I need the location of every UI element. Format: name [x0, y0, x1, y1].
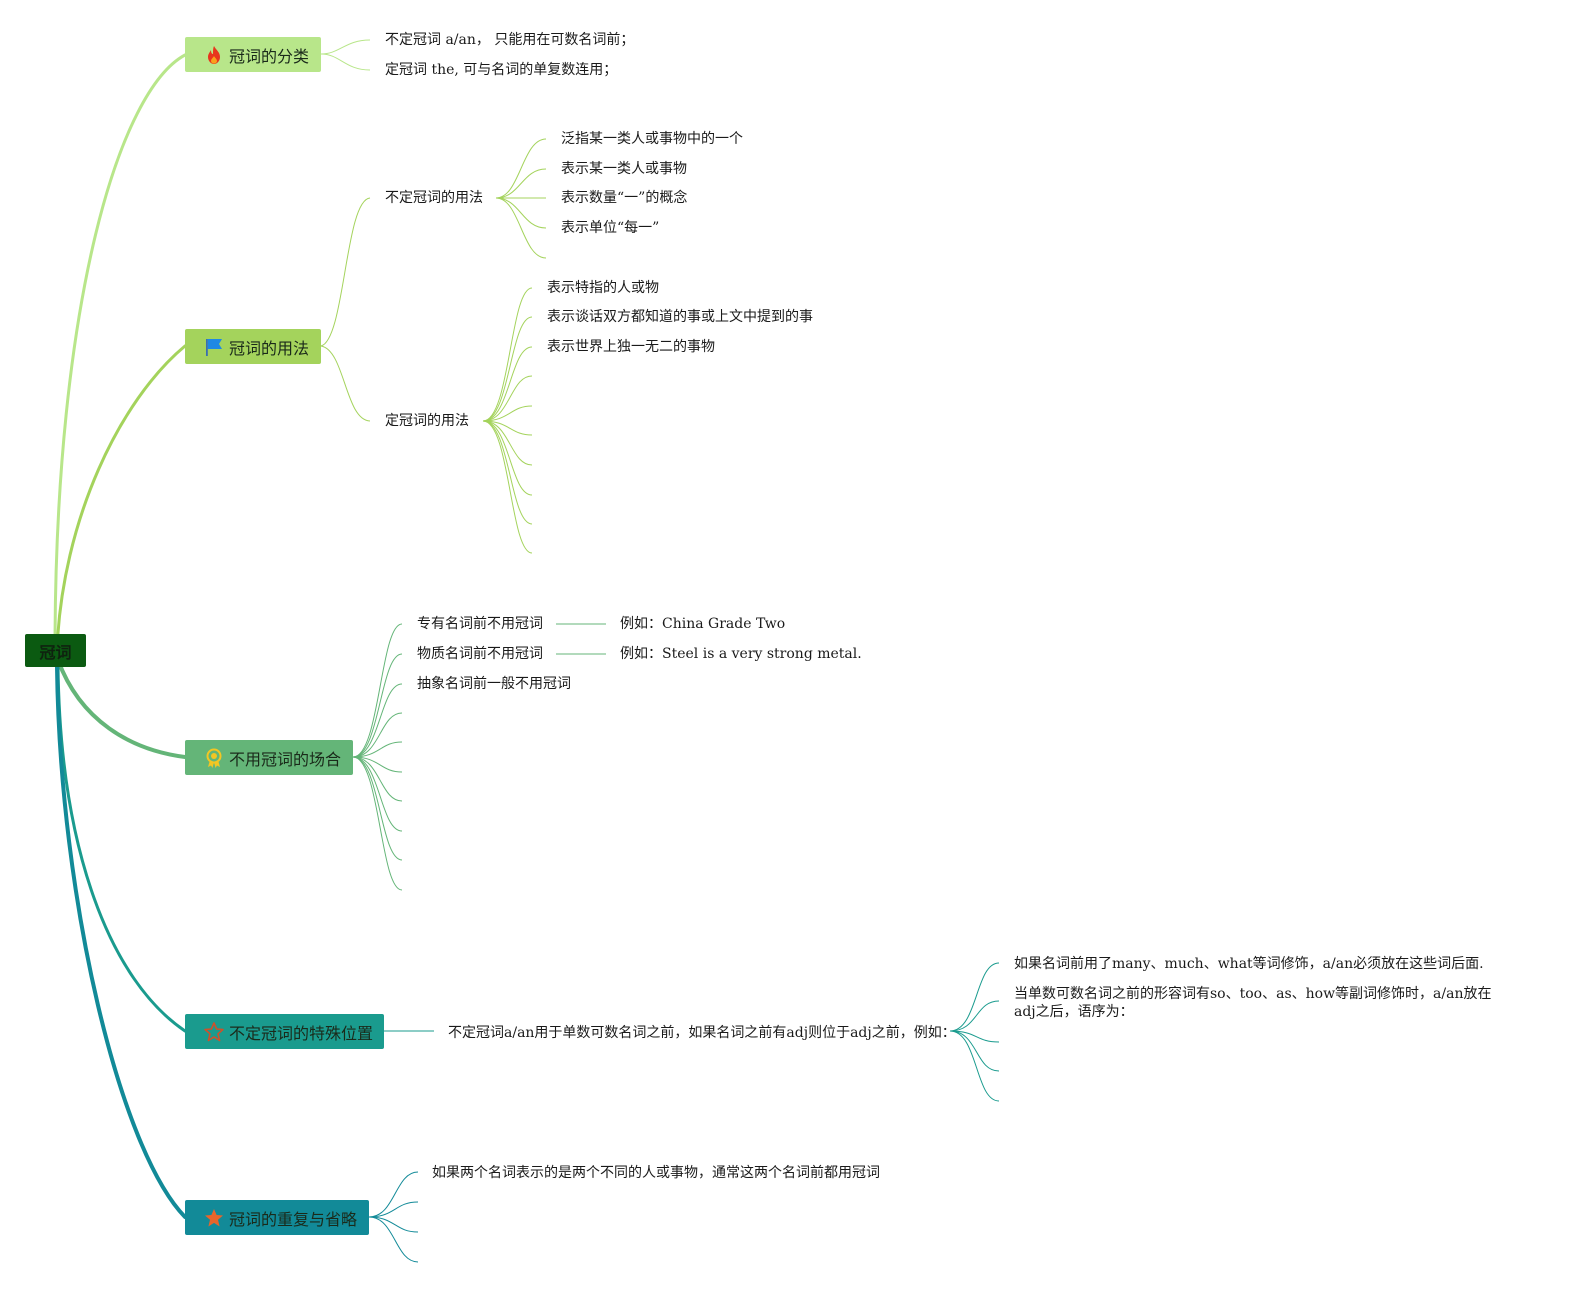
link-root-b4: [56, 663, 187, 1033]
leaf-item[interactable]: 表示世界上独一无二的事物: [547, 339, 715, 355]
leaf-example[interactable]: 例如：China Grade Two: [620, 616, 786, 632]
branch4-links: [384, 962, 1000, 1102]
leaf-indefinite-article[interactable]: 不定冠词 a/an， 只能用在可数名词前；: [385, 32, 635, 48]
star-outline-icon: [204, 1021, 224, 1041]
leaf-item[interactable]: 如果两个名词表示的是两个不同的人或事物，通常这两个名词前都用冠词: [432, 1165, 880, 1181]
leaf-item[interactable]: 当单数可数名词之前的形容词有so、too、as、how等副词修饰时，a/an放在…: [1014, 986, 1492, 1020]
award-icon: [206, 748, 222, 768]
leaf-item[interactable]: 如果名词前用了many、much、what等词修饰，a/an必须放在这些词后面.: [1014, 956, 1484, 972]
flag-icon: [206, 338, 222, 356]
star-icon: [205, 1208, 223, 1226]
branch-article-usage[interactable]: 冠词的用法: [185, 329, 321, 364]
leaf-item[interactable]: 表示谈话双方都知道的事或上文中提到的事: [547, 309, 813, 325]
link-root-b1: [53, 53, 187, 652]
branch1-links: [320, 39, 371, 71]
branch-label: 冠词的重复与省略: [229, 1209, 358, 1229]
branch-label: 不定冠词的特殊位置: [229, 1023, 374, 1043]
branch-label: 冠词的分类: [229, 46, 310, 66]
branch-label: 冠词的用法: [229, 338, 310, 358]
leaf-material-noun[interactable]: 物质名词前不用冠词: [417, 646, 543, 662]
link-root-b5: [55, 665, 187, 1219]
root-topic-label: 冠词: [39, 642, 72, 662]
leaf-item[interactable]: 表示单位“每一”: [561, 220, 660, 236]
branch2-links: [320, 138, 547, 554]
branch-no-article-cases[interactable]: 不用冠词的场合: [185, 740, 353, 775]
subtopic-definite-usage[interactable]: 定冠词的用法: [385, 413, 469, 429]
leaf-abstract-noun[interactable]: 抽象名词前一般不用冠词: [417, 676, 571, 692]
leaf-proper-noun[interactable]: 专有名词前不用冠词: [417, 616, 543, 632]
leaf-example[interactable]: 例如：Steel is a very strong metal.: [620, 646, 862, 662]
leaf-item[interactable]: 表示特指的人或物: [547, 280, 659, 296]
branch3-links: [352, 623, 606, 891]
branch-article-types[interactable]: 冠词的分类: [185, 37, 321, 72]
subtopic-position-rule[interactable]: 不定冠词a/an用于单数可数名词之前，如果名词之前有adj则位于adj之前，例如…: [448, 1025, 956, 1041]
link-root-b2: [55, 344, 187, 652]
leaf-item[interactable]: 泛指某一类人或事物中的一个: [561, 131, 743, 147]
branch5-links: [368, 1171, 419, 1263]
root-topic[interactable]: 冠词: [25, 634, 86, 667]
leaf-item[interactable]: 表示数量“一”的概念: [561, 190, 688, 206]
root-links: [53, 53, 187, 1219]
branch-indefinite-special-position[interactable]: 不定冠词的特殊位置: [185, 1014, 384, 1049]
fire-icon: [208, 45, 220, 64]
subtopic-indefinite-usage[interactable]: 不定冠词的用法: [385, 190, 483, 206]
leaf-definite-article[interactable]: 定冠词 the, 可与名词的单复数连用；: [385, 62, 618, 78]
link-root-b3: [56, 658, 187, 759]
branch-label: 不用冠词的场合: [229, 749, 342, 769]
leaf-item[interactable]: 表示某一类人或事物: [561, 161, 687, 177]
branch-repetition-omission[interactable]: 冠词的重复与省略: [185, 1200, 369, 1235]
